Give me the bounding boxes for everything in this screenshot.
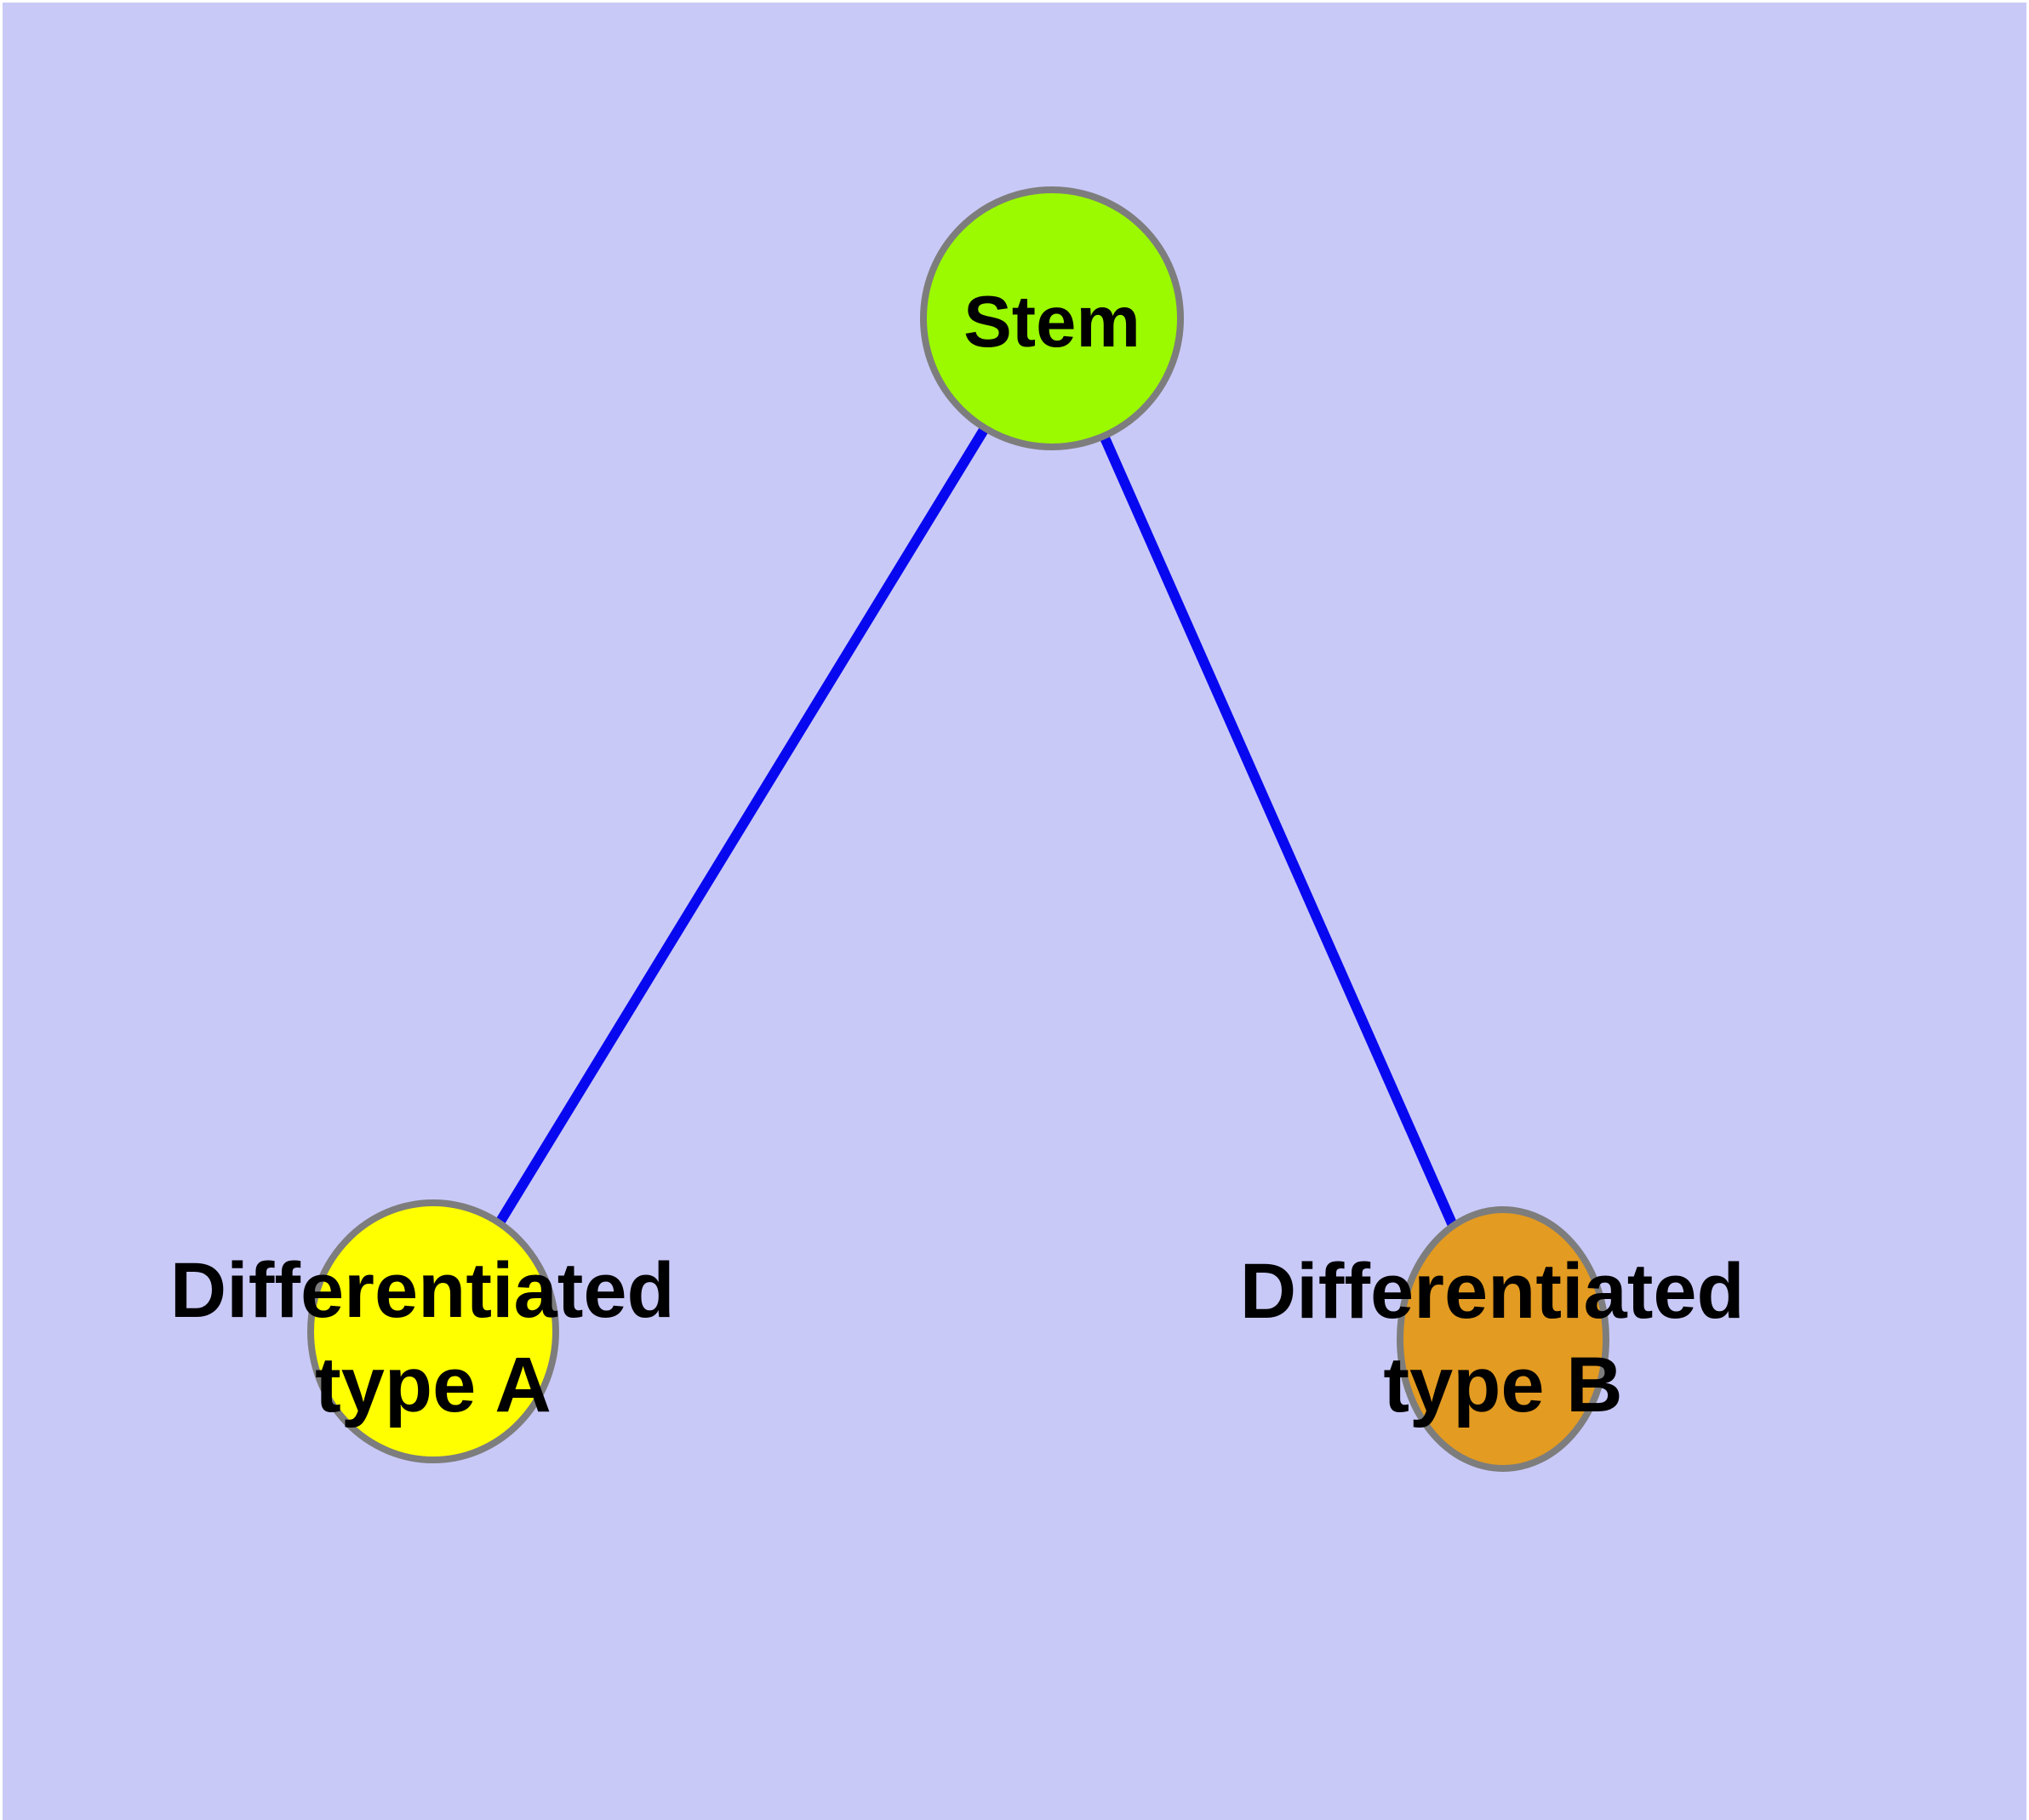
node-differentiated-type-b-label-line2: type B (1383, 1342, 1622, 1428)
node-differentiated-type-a-label-line2: type A (315, 1342, 552, 1428)
node-differentiated-type-a-label-line1: Differentiated (170, 1247, 675, 1334)
node-differentiated-type-a-label: Differentiated type A (170, 1247, 697, 1428)
node-differentiated-type-b-label-line1: Differentiated (1240, 1248, 1745, 1335)
edge-stem-to-type-a (428, 315, 1057, 1335)
node-differentiated-type-b (1397, 1206, 1609, 1472)
node-differentiated-type-b-label: Differentiated type B (1240, 1248, 1767, 1428)
node-stem (920, 186, 1184, 450)
edge-stem-to-type-b (1047, 316, 1508, 1342)
node-stem-label: Stem (963, 282, 1140, 363)
node-differentiated-type-a (307, 1199, 559, 1463)
